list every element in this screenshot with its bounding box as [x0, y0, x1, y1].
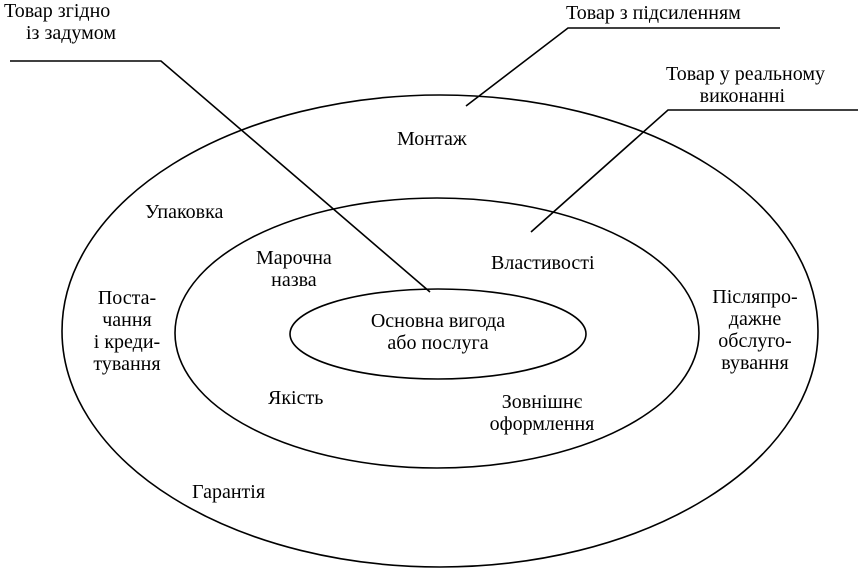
actual-product-line2: виконанні	[699, 85, 786, 107]
intended-product-label: Товар згідно із задумом	[4, 0, 116, 44]
callout-line-augmented	[465, 27, 780, 107]
brand-name-line2: назва	[271, 269, 317, 291]
core-benefit-label: Основна вигода або послуга	[353, 310, 523, 354]
after-sales-label: Післяпро- дажне обслуго- вування	[700, 286, 810, 374]
after-sales-line4: вування	[721, 352, 789, 374]
delivery-credit-line2: чання	[102, 309, 152, 331]
delivery-credit-line1: Поста-	[97, 287, 157, 309]
augmented-product-label: Товар з підсиленням	[566, 2, 741, 24]
installation-label: Монтаж	[397, 128, 467, 150]
actual-product-line1: Товар у реальному	[666, 63, 826, 85]
design-line2: оформлення	[489, 413, 595, 435]
warranty-label: Гарантія	[192, 481, 266, 503]
after-sales-line3: обслуго-	[718, 330, 792, 352]
middle-ring-actual	[174, 197, 700, 469]
brand-name-label: Марочна назва	[256, 247, 332, 291]
delivery-credit-line4: тування	[93, 353, 161, 375]
augmented-product-line1: Товар з підсиленням	[566, 2, 741, 24]
after-sales-line1: Післяпро-	[712, 286, 798, 308]
intended-product-line2: із задумом	[26, 22, 117, 44]
quality-label: Якість	[268, 387, 324, 409]
design-line1: Зовнішнє	[501, 391, 583, 413]
callout-line-intended	[10, 60, 431, 293]
core-line1: Основна вигода	[370, 310, 506, 332]
delivery-credit-line3: і креди-	[93, 331, 161, 353]
delivery-credit-label: Поста- чання і креди- тування	[82, 287, 172, 375]
properties-label: Властивості	[491, 252, 595, 274]
after-sales-line2: дажне	[728, 308, 782, 330]
actual-product-label: Товар у реальному виконанні	[666, 63, 825, 107]
inner-ring-core	[289, 288, 587, 380]
intended-product-line1: Товар згідно	[4, 0, 111, 22]
outer-ring-augmented	[61, 94, 819, 568]
brand-name-line1: Марочна	[256, 247, 332, 269]
packaging-label: Упаковка	[145, 201, 224, 223]
design-label: Зовнішнє оформлення	[472, 391, 612, 435]
core-line2: або послуга	[387, 332, 489, 354]
callout-line-actual	[530, 109, 858, 233]
